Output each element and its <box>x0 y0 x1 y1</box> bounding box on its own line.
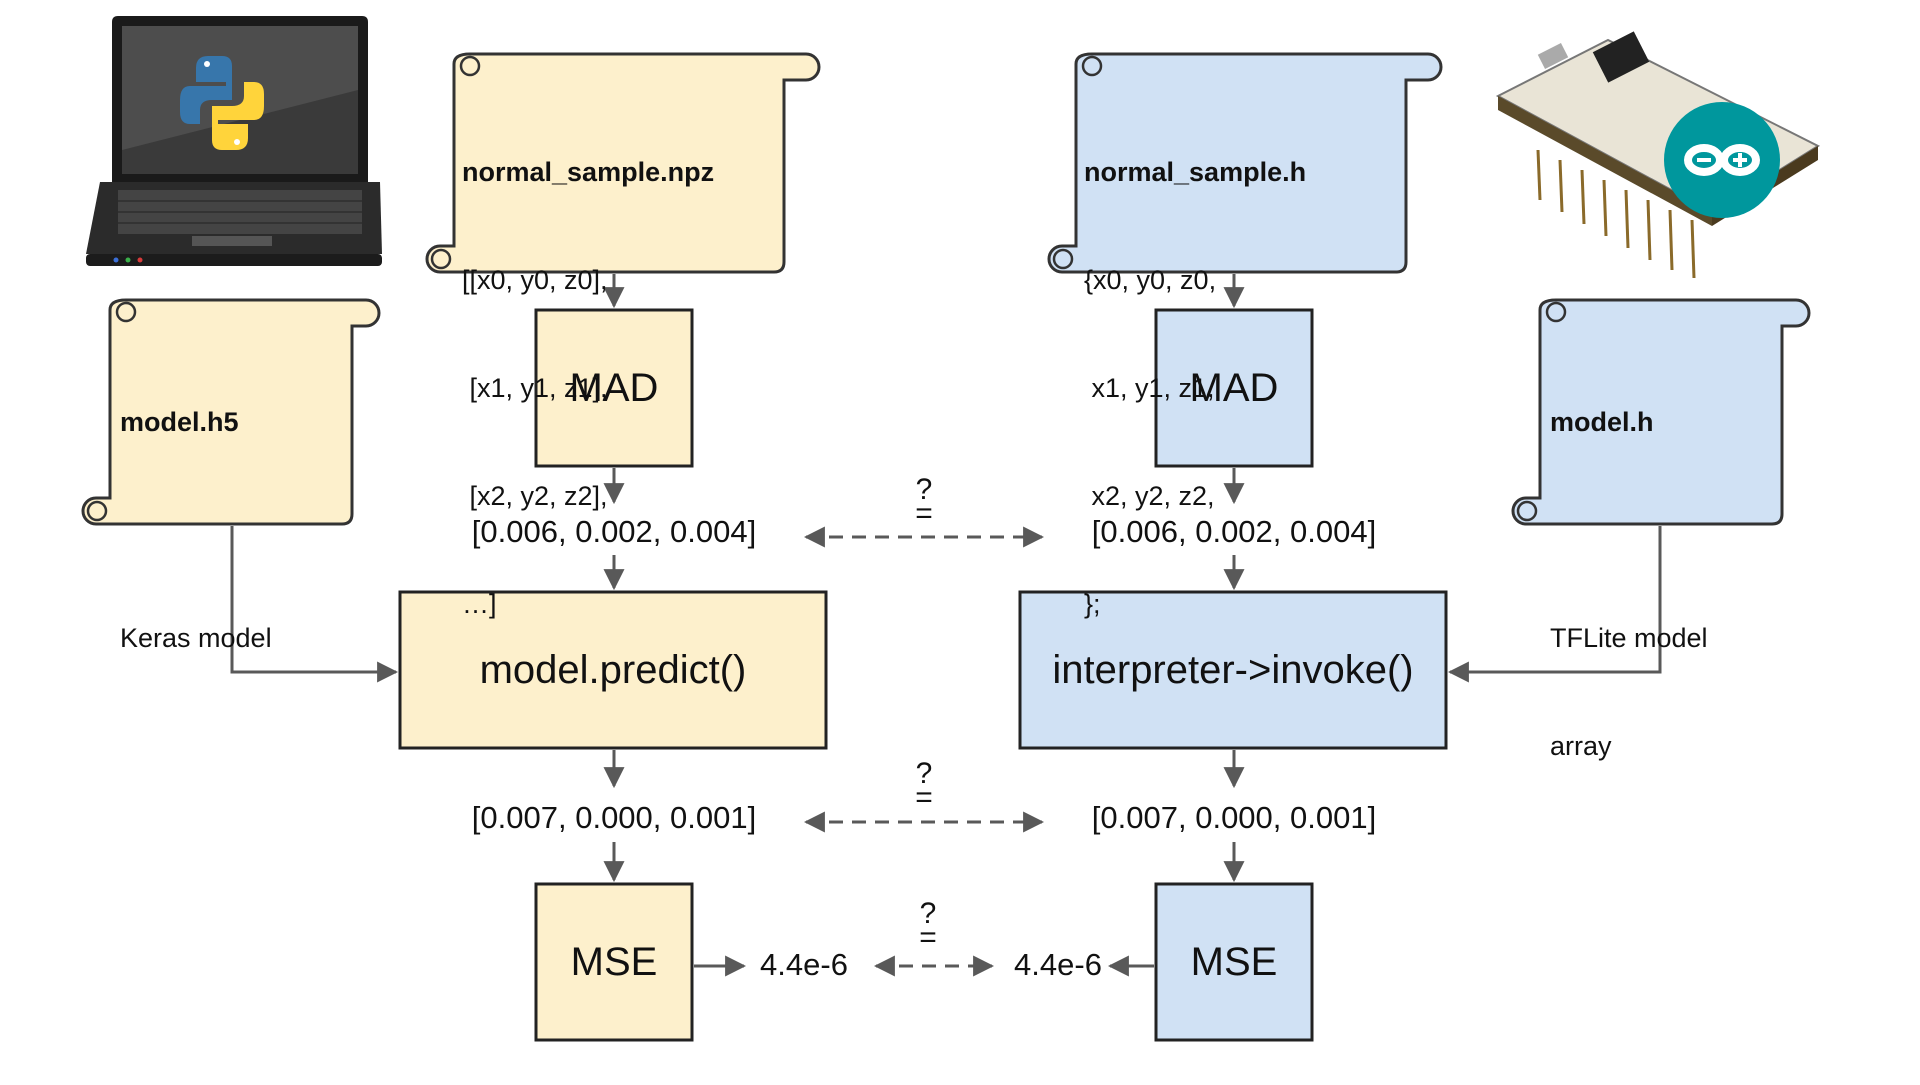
compare-symbol-mse: ? = <box>919 897 937 954</box>
model-h-title: model.h <box>1550 407 1654 437</box>
sample-h-text: normal_sample.h {x0, y0, z0, x1, y1, z1,… <box>1084 82 1306 658</box>
invoke-label: interpreter->invoke() <box>1052 647 1414 692</box>
model-h-line: TFLite model <box>1550 623 1708 653</box>
mse-value-right: 4.4e-6 <box>1014 947 1102 982</box>
model-h5-line <box>120 512 272 548</box>
compare-arrows <box>803 526 1045 977</box>
mad-label-right: MAD <box>1189 365 1279 410</box>
mse-value-left: 4.4e-6 <box>760 947 848 982</box>
sample-npz-line: …] <box>462 589 497 619</box>
model-h-line <box>1550 512 1708 548</box>
mse-box-right <box>1154 882 1314 1042</box>
sample-h-line: {x0, y0, z0, <box>1084 265 1217 295</box>
mad-output-right: [0.006, 0.002, 0.004] <box>1091 514 1377 549</box>
predict-label: model.predict() <box>479 647 747 692</box>
sample-npz-line: [x2, y2, z2], <box>462 481 608 511</box>
mad-box-right <box>1154 308 1314 468</box>
mad-label-left: MAD <box>569 365 659 410</box>
scroll-normal-sample-npz <box>425 52 821 274</box>
invoke-output: [0.007, 0.000, 0.001] <box>1091 800 1377 835</box>
laptop-python-icon <box>86 16 382 266</box>
sample-h-title: normal_sample.h <box>1084 157 1307 187</box>
sample-h-line: x2, y2, z2, <box>1084 481 1215 511</box>
scroll-model-h5 <box>81 298 381 526</box>
sample-h-line: x1, y1, z1, <box>1084 373 1215 403</box>
mse-label-left: MSE <box>570 939 658 984</box>
model-h-line: array <box>1550 731 1612 761</box>
invoke-box <box>1018 590 1448 750</box>
sample-h-line: }; <box>1084 589 1101 619</box>
sample-npz-text: normal_sample.npz [[x0, y0, z0], [x1, y1… <box>462 82 714 658</box>
scroll-model-h <box>1511 298 1811 526</box>
compare-symbol-mad: ? = <box>915 473 933 530</box>
model-h5-text: model.h5 Keras model <box>120 332 272 692</box>
mad-box-left <box>534 308 694 468</box>
sample-npz-title: normal_sample.npz <box>462 157 715 187</box>
model-h5-line: Keras model <box>120 623 272 653</box>
sample-npz-line: [[x0, y0, z0], <box>462 265 608 295</box>
arduino-board-icon <box>1495 31 1821 279</box>
predict-box <box>398 590 828 750</box>
sample-npz-line: [x1, y1, z1], <box>462 373 608 403</box>
mse-box-left <box>534 882 694 1042</box>
model-h-text: model.h TFLite model array <box>1550 332 1708 800</box>
predict-output: [0.007, 0.000, 0.001] <box>471 800 757 835</box>
mad-output-left: [0.006, 0.002, 0.004] <box>471 514 757 549</box>
model-h5-title: model.h5 <box>120 407 239 437</box>
mse-label-right: MSE <box>1190 939 1278 984</box>
flow-arrows <box>230 274 1662 977</box>
scroll-normal-sample-h <box>1047 52 1443 274</box>
compare-symbol-predict: ? = <box>915 757 933 814</box>
